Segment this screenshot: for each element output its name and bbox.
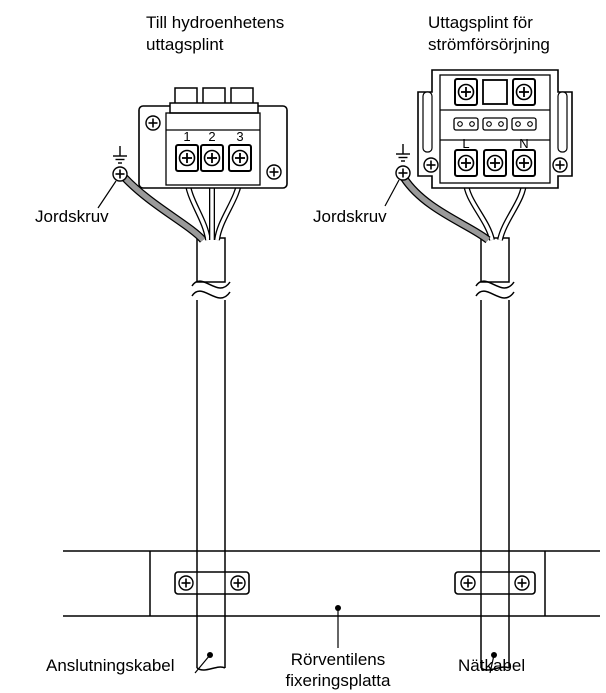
terminal-letter-N: N bbox=[519, 136, 528, 151]
connection-cable bbox=[191, 237, 231, 674]
power-cable bbox=[475, 237, 515, 674]
power-supply-terminal-block bbox=[417, 69, 573, 189]
hydro-unit-terminal-block bbox=[138, 87, 288, 189]
terminal-number-3: 3 bbox=[236, 129, 243, 144]
terminal-letter-L: L bbox=[462, 136, 469, 151]
fixing-plate bbox=[63, 550, 600, 617]
earth-screw-right-label: Jordskruv bbox=[313, 207, 387, 226]
right-terminal-title-line2: strömförsörjning bbox=[428, 35, 550, 54]
right-terminal-title-line1: Uttagsplint för bbox=[428, 13, 533, 32]
left-terminal-title-line2: uttagsplint bbox=[146, 35, 224, 54]
terminal-number-2: 2 bbox=[208, 129, 215, 144]
fixing-plate-label-line1: Rörventilens bbox=[291, 650, 386, 669]
earth-screw-left-label: Jordskruv bbox=[35, 207, 109, 226]
fixing-plate-label-line2: fixeringsplatta bbox=[286, 671, 391, 690]
plate-center-dot bbox=[335, 605, 341, 648]
earth-screw-left bbox=[112, 145, 128, 182]
cable-clamp-right bbox=[454, 571, 536, 595]
earth-screw-right bbox=[395, 143, 411, 181]
connection-cable-label: Anslutningskabel bbox=[46, 656, 175, 675]
terminal-number-1: 1 bbox=[183, 129, 190, 144]
power-cable-label: Nätkabel bbox=[458, 656, 525, 675]
cable-clamp-left bbox=[174, 571, 250, 595]
left-terminal-title-line1: Till hydroenhetens bbox=[146, 13, 284, 32]
